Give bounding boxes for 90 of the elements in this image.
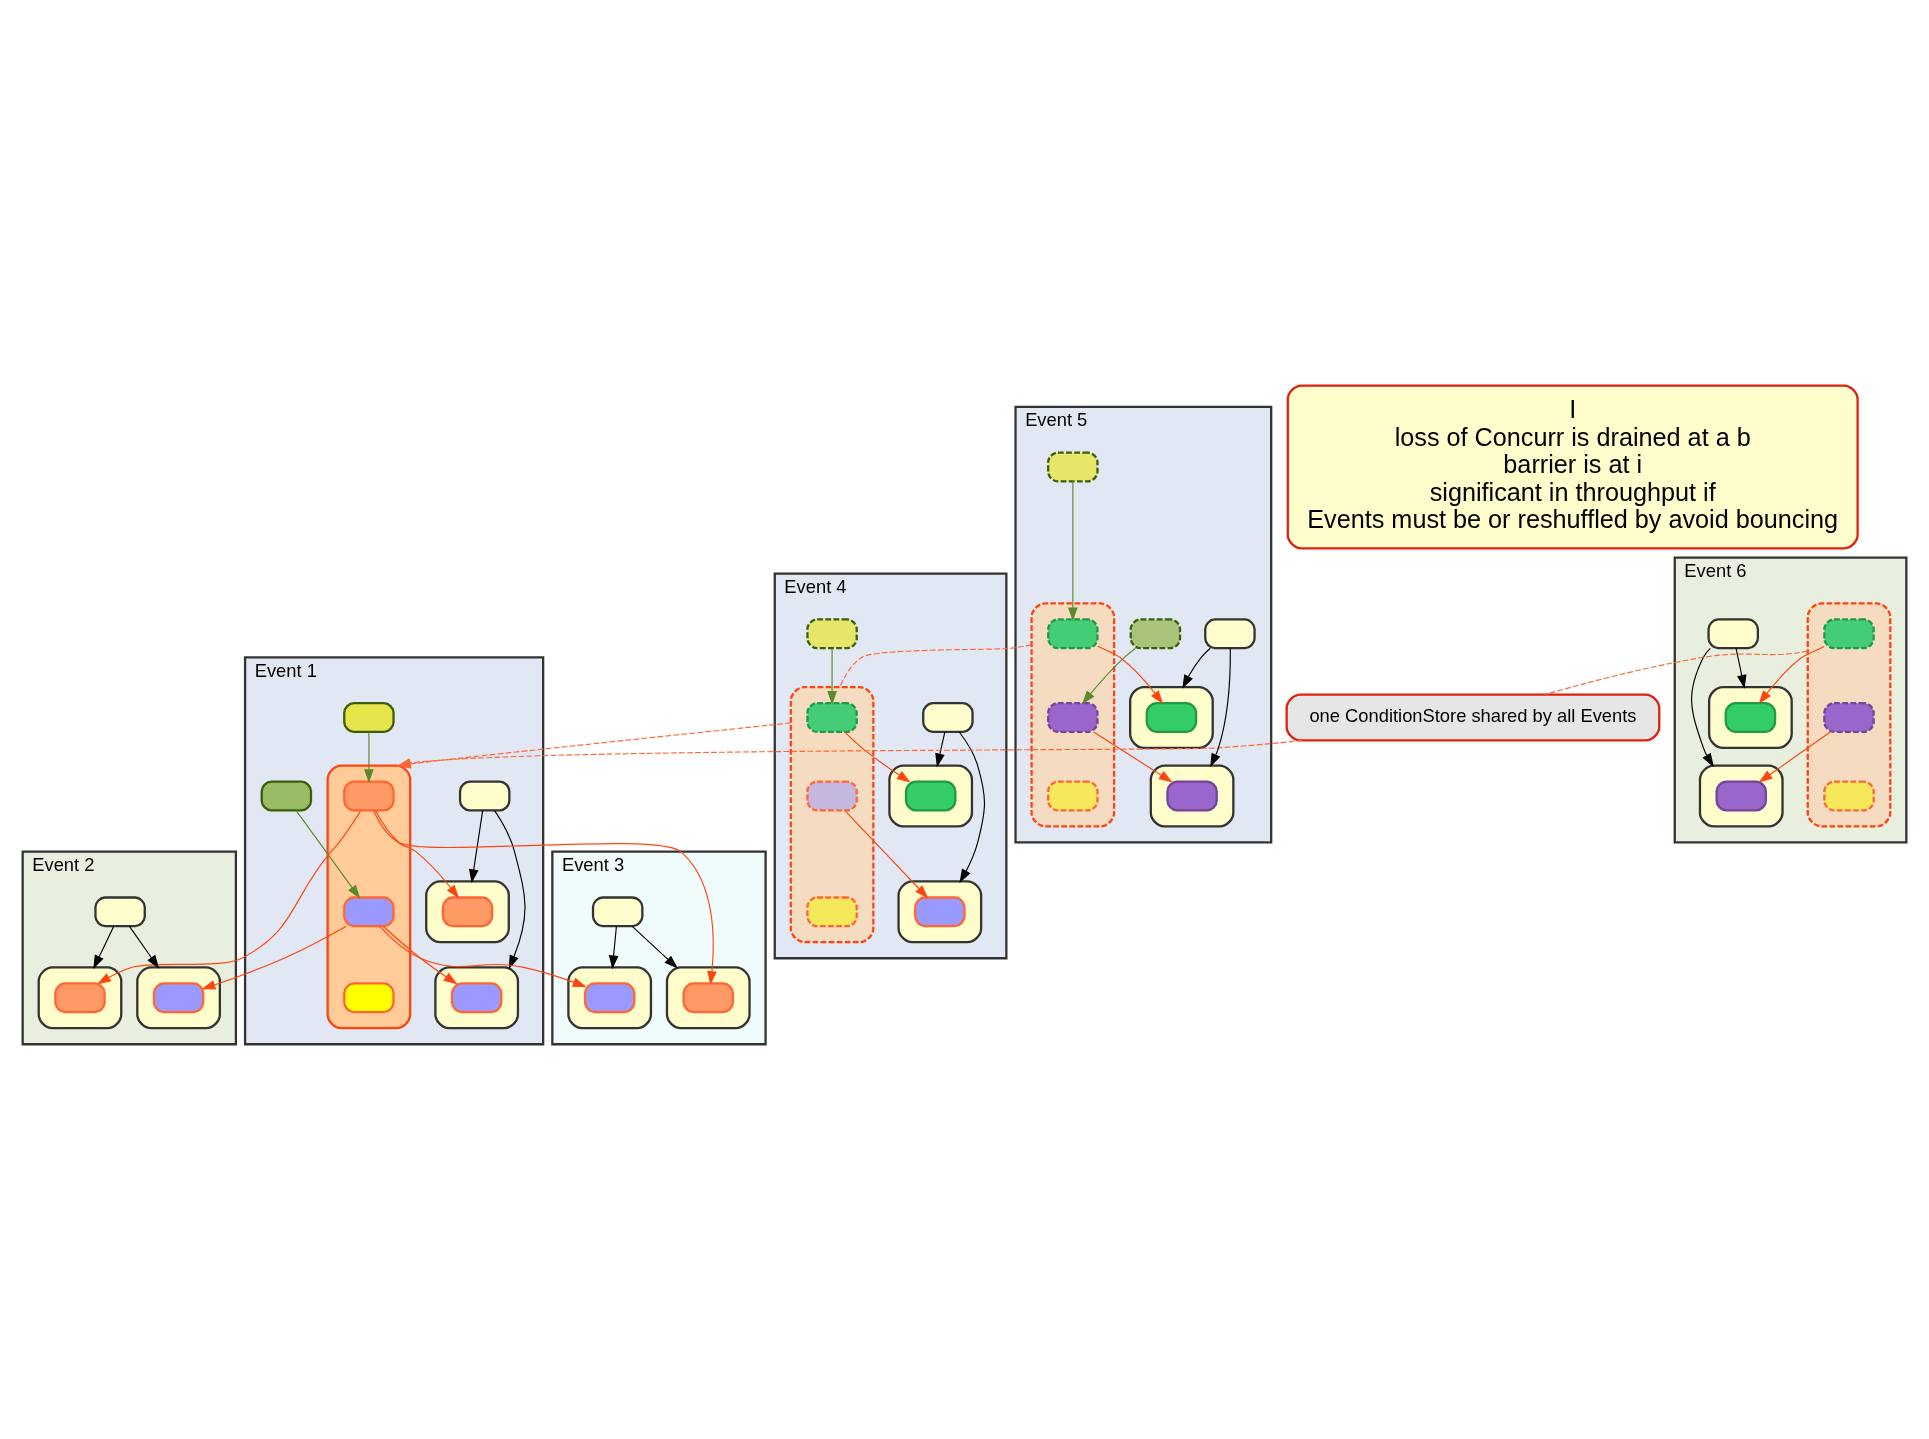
cluster — [37, 966, 123, 1030]
arrow — [374, 810, 460, 899]
arrow — [935, 731, 946, 768]
node-box: I loss of Concurr is drained at a b barrier is at i significant in throughput if Events must be or reshuffled by avoid bouncing — [1286, 384, 1859, 550]
arrow — [128, 925, 160, 969]
cluster: Event 2 — [21, 850, 238, 1046]
node-box — [1047, 451, 1099, 483]
arrow — [373, 809, 717, 985]
node-box — [806, 896, 858, 928]
node-box — [343, 896, 395, 928]
node-box — [1129, 618, 1182, 650]
cluster: Event 4 — [773, 572, 1008, 960]
arrow — [1182, 647, 1211, 689]
arrow — [364, 731, 374, 783]
node-box — [54, 982, 106, 1014]
arrow — [382, 925, 458, 985]
arrow — [631, 925, 678, 969]
cluster — [888, 764, 974, 828]
cluster — [425, 880, 510, 944]
node-box — [1707, 618, 1759, 650]
arrow — [1210, 647, 1231, 768]
arrow — [97, 810, 362, 985]
arrow — [844, 731, 911, 783]
node-box — [1047, 702, 1099, 733]
cluster — [1030, 602, 1116, 828]
cluster — [434, 966, 520, 1030]
cluster — [136, 966, 221, 1030]
arrow — [93, 925, 115, 969]
node-box — [260, 780, 313, 812]
node-box — [1724, 702, 1777, 733]
arrow — [844, 810, 929, 899]
arrow — [958, 731, 986, 883]
node-box — [1823, 618, 1875, 650]
node-box — [922, 702, 974, 733]
arrow — [608, 925, 619, 970]
arrow — [1758, 645, 1825, 705]
node-box — [1166, 780, 1218, 812]
node-box — [904, 780, 957, 812]
node-box — [1204, 618, 1256, 650]
node-box — [1145, 702, 1198, 733]
arrow — [1758, 731, 1831, 783]
node-box — [583, 982, 636, 1014]
node-box — [806, 780, 858, 812]
cluster: Event 5 — [1014, 405, 1273, 844]
cluster — [567, 966, 653, 1030]
node-box: one ConditionStore shared by all Events — [1285, 693, 1661, 742]
arrow — [1093, 731, 1173, 783]
node-box — [914, 896, 966, 928]
node-box — [806, 702, 858, 733]
cluster — [665, 966, 751, 1030]
cluster — [1149, 764, 1235, 828]
node-box — [152, 982, 205, 1014]
cluster: Event 3 — [551, 850, 767, 1046]
arrow — [1097, 645, 1164, 705]
cluster: Event 1 — [243, 656, 545, 1046]
connector — [839, 644, 1033, 688]
node-box — [458, 780, 511, 812]
node-box — [1823, 702, 1875, 733]
cluster — [1806, 602, 1892, 828]
cluster — [1698, 764, 1784, 828]
node-box — [1715, 780, 1768, 812]
node-box — [591, 896, 644, 928]
arrow — [295, 810, 361, 899]
cluster — [326, 764, 412, 1030]
node-box — [343, 702, 395, 733]
node-box — [343, 982, 395, 1014]
cluster — [789, 685, 875, 944]
arrow — [379, 925, 587, 988]
arrow — [494, 810, 526, 970]
arrow — [468, 810, 484, 884]
arrow — [1691, 647, 1714, 768]
node-box — [441, 896, 494, 928]
node-box — [450, 982, 503, 1014]
arrow — [201, 925, 347, 990]
node-box — [94, 896, 146, 928]
node-box — [1047, 780, 1099, 812]
cluster — [897, 880, 983, 944]
arrow — [1068, 481, 1078, 622]
arrow — [1082, 647, 1137, 705]
cluster: Event 6 — [1673, 556, 1908, 844]
cluster — [1708, 685, 1793, 750]
node-box — [1047, 618, 1099, 650]
connector — [1544, 650, 1809, 696]
node-box — [682, 982, 735, 1014]
cluster — [1129, 685, 1214, 750]
arrow — [1735, 647, 1747, 689]
node-box — [343, 780, 395, 812]
node-box — [806, 618, 858, 650]
arrow — [827, 647, 837, 705]
node-box — [1823, 780, 1875, 812]
